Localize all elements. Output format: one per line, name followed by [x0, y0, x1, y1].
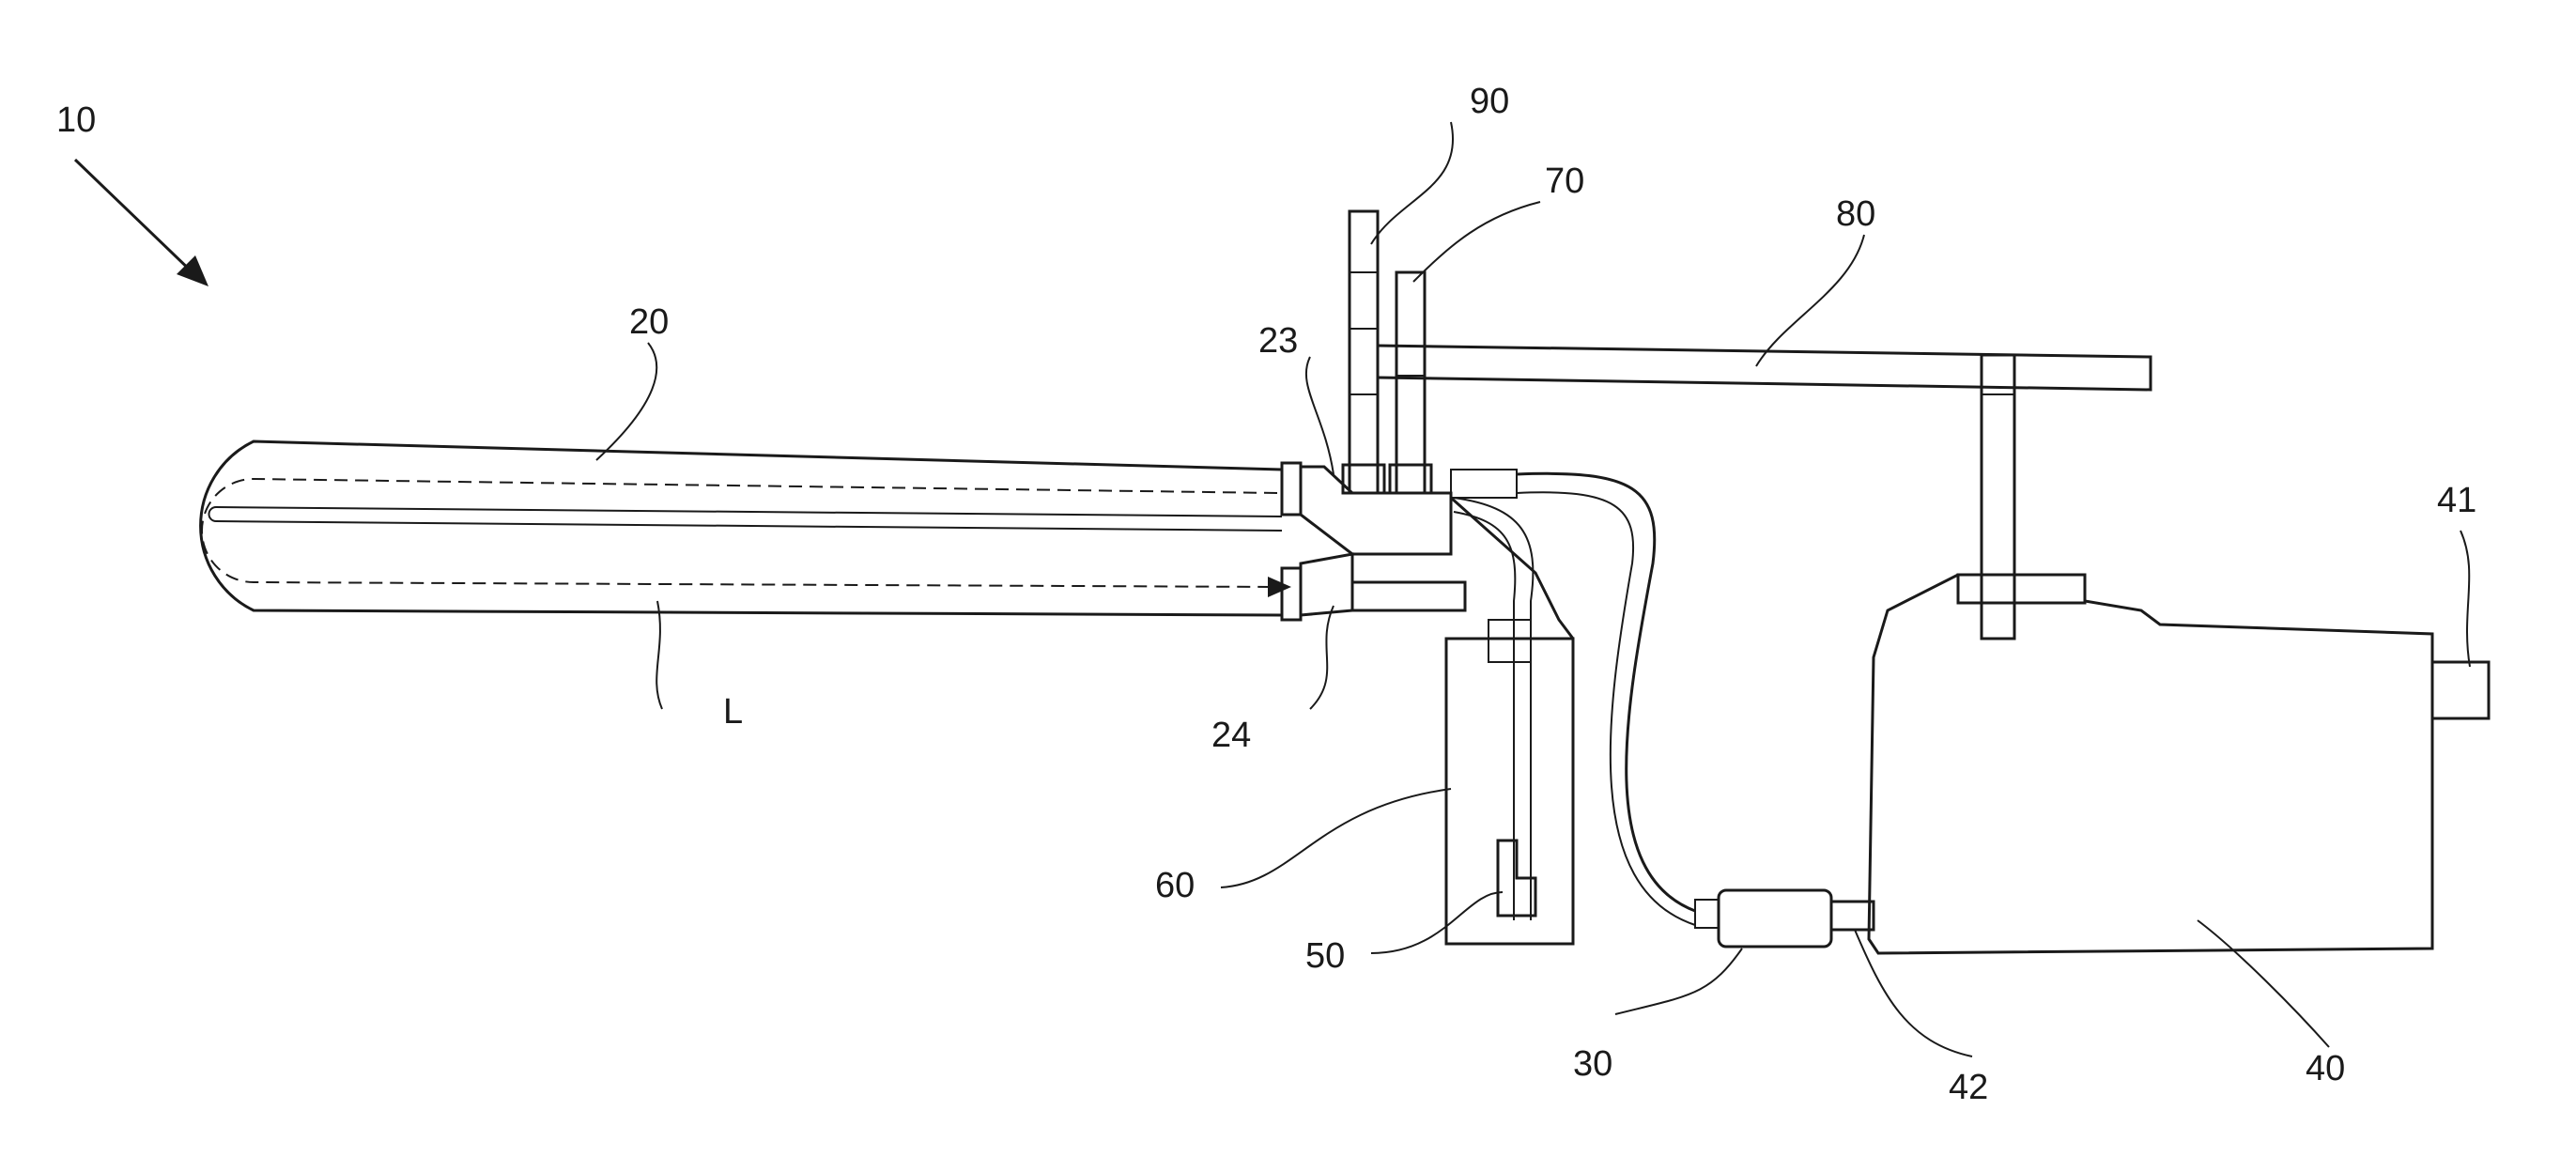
header-block [1299, 465, 1518, 617]
vent-pipe-70 [1388, 270, 1433, 495]
pump-body [1717, 888, 1833, 948]
vent-70-base [1388, 463, 1433, 495]
leader-30 [1614, 948, 1743, 1015]
reservoir [1444, 496, 1575, 946]
leader-L [656, 600, 663, 710]
label-23: 23 [1258, 321, 1298, 361]
leader-lines [595, 121, 2471, 1057]
pump [1694, 888, 1833, 948]
support-bar-outline [1377, 344, 2152, 392]
tank-body [1867, 573, 2434, 955]
leader-60 [1220, 788, 1452, 888]
feed-tube-outer [1453, 497, 1535, 920]
tank [1829, 573, 2491, 955]
upper-fitting [1450, 469, 1518, 499]
collar-lower [1280, 566, 1303, 622]
tank-inlet-42 [1829, 900, 1875, 932]
hose-outer [1516, 471, 1696, 913]
feed-tube-inner [1453, 511, 1517, 920]
port-23-body [1299, 465, 1453, 556]
leader-20 [595, 342, 658, 461]
label-24: 24 [1211, 716, 1251, 755]
leader-50 [1370, 891, 1504, 954]
label-42: 42 [1949, 1068, 1988, 1107]
hose-inner [1516, 491, 1696, 926]
label-40: 40 [2306, 1049, 2345, 1088]
label-41: 41 [2437, 481, 2476, 520]
port-24-body [1299, 552, 1354, 617]
label-90: 90 [1470, 82, 1509, 121]
leader-90 [1370, 121, 1454, 245]
reservoir-cap [1488, 619, 1532, 663]
tank-outlet-41 [2430, 660, 2491, 720]
leader-42 [1854, 929, 1973, 1057]
pump-inlet [1694, 899, 1720, 929]
vent-pipe-90 [1341, 209, 1386, 495]
apparatus-indicator: 10 [56, 100, 208, 286]
leader-41 [2460, 530, 2471, 668]
flow-path-arrow [1268, 577, 1291, 597]
pickup-50 [1496, 839, 1537, 918]
leader-40 [2197, 919, 2330, 1048]
vent-70-body [1395, 270, 1427, 495]
heater-tube-outline [199, 440, 1283, 617]
reservoir-body [1444, 637, 1575, 946]
apparatus-arrow-head [177, 255, 208, 286]
apparatus-arrow-shaft [73, 158, 199, 279]
collar-upper [1280, 461, 1303, 517]
leader-80 [1755, 234, 1865, 367]
label-50: 50 [1305, 936, 1345, 976]
vent-90-base [1341, 463, 1386, 495]
flow-path-line [201, 477, 1278, 588]
label-L: L [723, 692, 743, 732]
label-20: 20 [629, 302, 669, 342]
leader-23 [1304, 356, 1334, 475]
tank-cap [1956, 573, 2087, 605]
heater-tube [199, 440, 1303, 622]
reservoir-outline [1444, 496, 1575, 946]
lower-manifold [1350, 580, 1467, 612]
label-60: 60 [1155, 866, 1195, 905]
vent-90-body [1348, 209, 1380, 495]
leader-24 [1309, 605, 1334, 710]
leader-70 [1412, 201, 1541, 283]
support-bar [1377, 344, 2152, 640]
heater-inner-tube [208, 505, 1283, 532]
label-70: 70 [1545, 162, 1584, 201]
label-80: 80 [1836, 194, 1875, 234]
label-10: 10 [56, 100, 96, 140]
label-30: 30 [1573, 1044, 1612, 1084]
support-hanger [1980, 353, 2016, 640]
